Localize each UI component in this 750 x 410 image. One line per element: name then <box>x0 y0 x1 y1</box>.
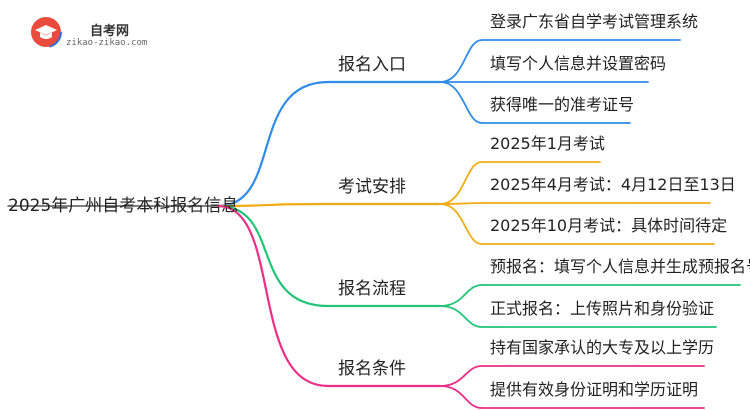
leaf-connector <box>439 202 483 205</box>
logo-url: zikao-zikao.com <box>66 38 148 48</box>
branch-registration-requirements: 报名条件 <box>338 359 406 379</box>
leaf-process-pre-registration: 预报名：填写个人信息并生成预报名号 <box>490 257 750 276</box>
graduation-cap-icon <box>30 16 62 48</box>
branch-connector <box>216 202 330 208</box>
branch-registration-entry: 报名入口 <box>338 55 406 75</box>
leaf-entry-ticket-number: 获得唯一的准考证号 <box>490 95 635 114</box>
leaf-connector <box>439 81 483 124</box>
leaf-entry-fill-info: 填写个人信息并设置密码 <box>490 54 667 73</box>
leaf-connector <box>439 39 483 83</box>
leaf-requirement-diploma: 持有国家承认的大专及以上学历 <box>490 338 715 357</box>
logo-name: 自考网 <box>90 24 130 39</box>
leaf-process-formal-registration: 正式报名：上传照片和身份验证 <box>490 299 715 318</box>
leaf-connector <box>439 305 483 328</box>
leaf-connector <box>439 365 483 387</box>
leaf-connector <box>439 284 483 307</box>
leaf-connector <box>439 385 483 409</box>
leaf-schedule-october: 2025年10月考试：具体时间待定 <box>490 216 728 235</box>
branch-connector <box>216 204 330 388</box>
leaf-entry-login: 登录广东省自学考试管理系统 <box>490 12 699 31</box>
leaf-connector <box>439 203 483 245</box>
leaf-schedule-april: 2025年4月考试：4月12日至13日 <box>490 175 736 194</box>
root-node: 2025年广州自考本科报名信息 <box>8 196 239 216</box>
branch-registration-process: 报名流程 <box>338 279 406 299</box>
leaf-requirement-documents: 提供有效身份证明和学历证明 <box>490 380 699 399</box>
leaf-connector <box>439 161 483 205</box>
branch-connector <box>216 204 330 308</box>
branch-connector <box>216 80 330 208</box>
leaf-schedule-january: 2025年1月考试 <box>490 134 605 153</box>
site-logo[interactable]: 自考网 zikao-zikao.com <box>30 16 150 50</box>
branch-exam-schedule: 考试安排 <box>338 177 406 197</box>
